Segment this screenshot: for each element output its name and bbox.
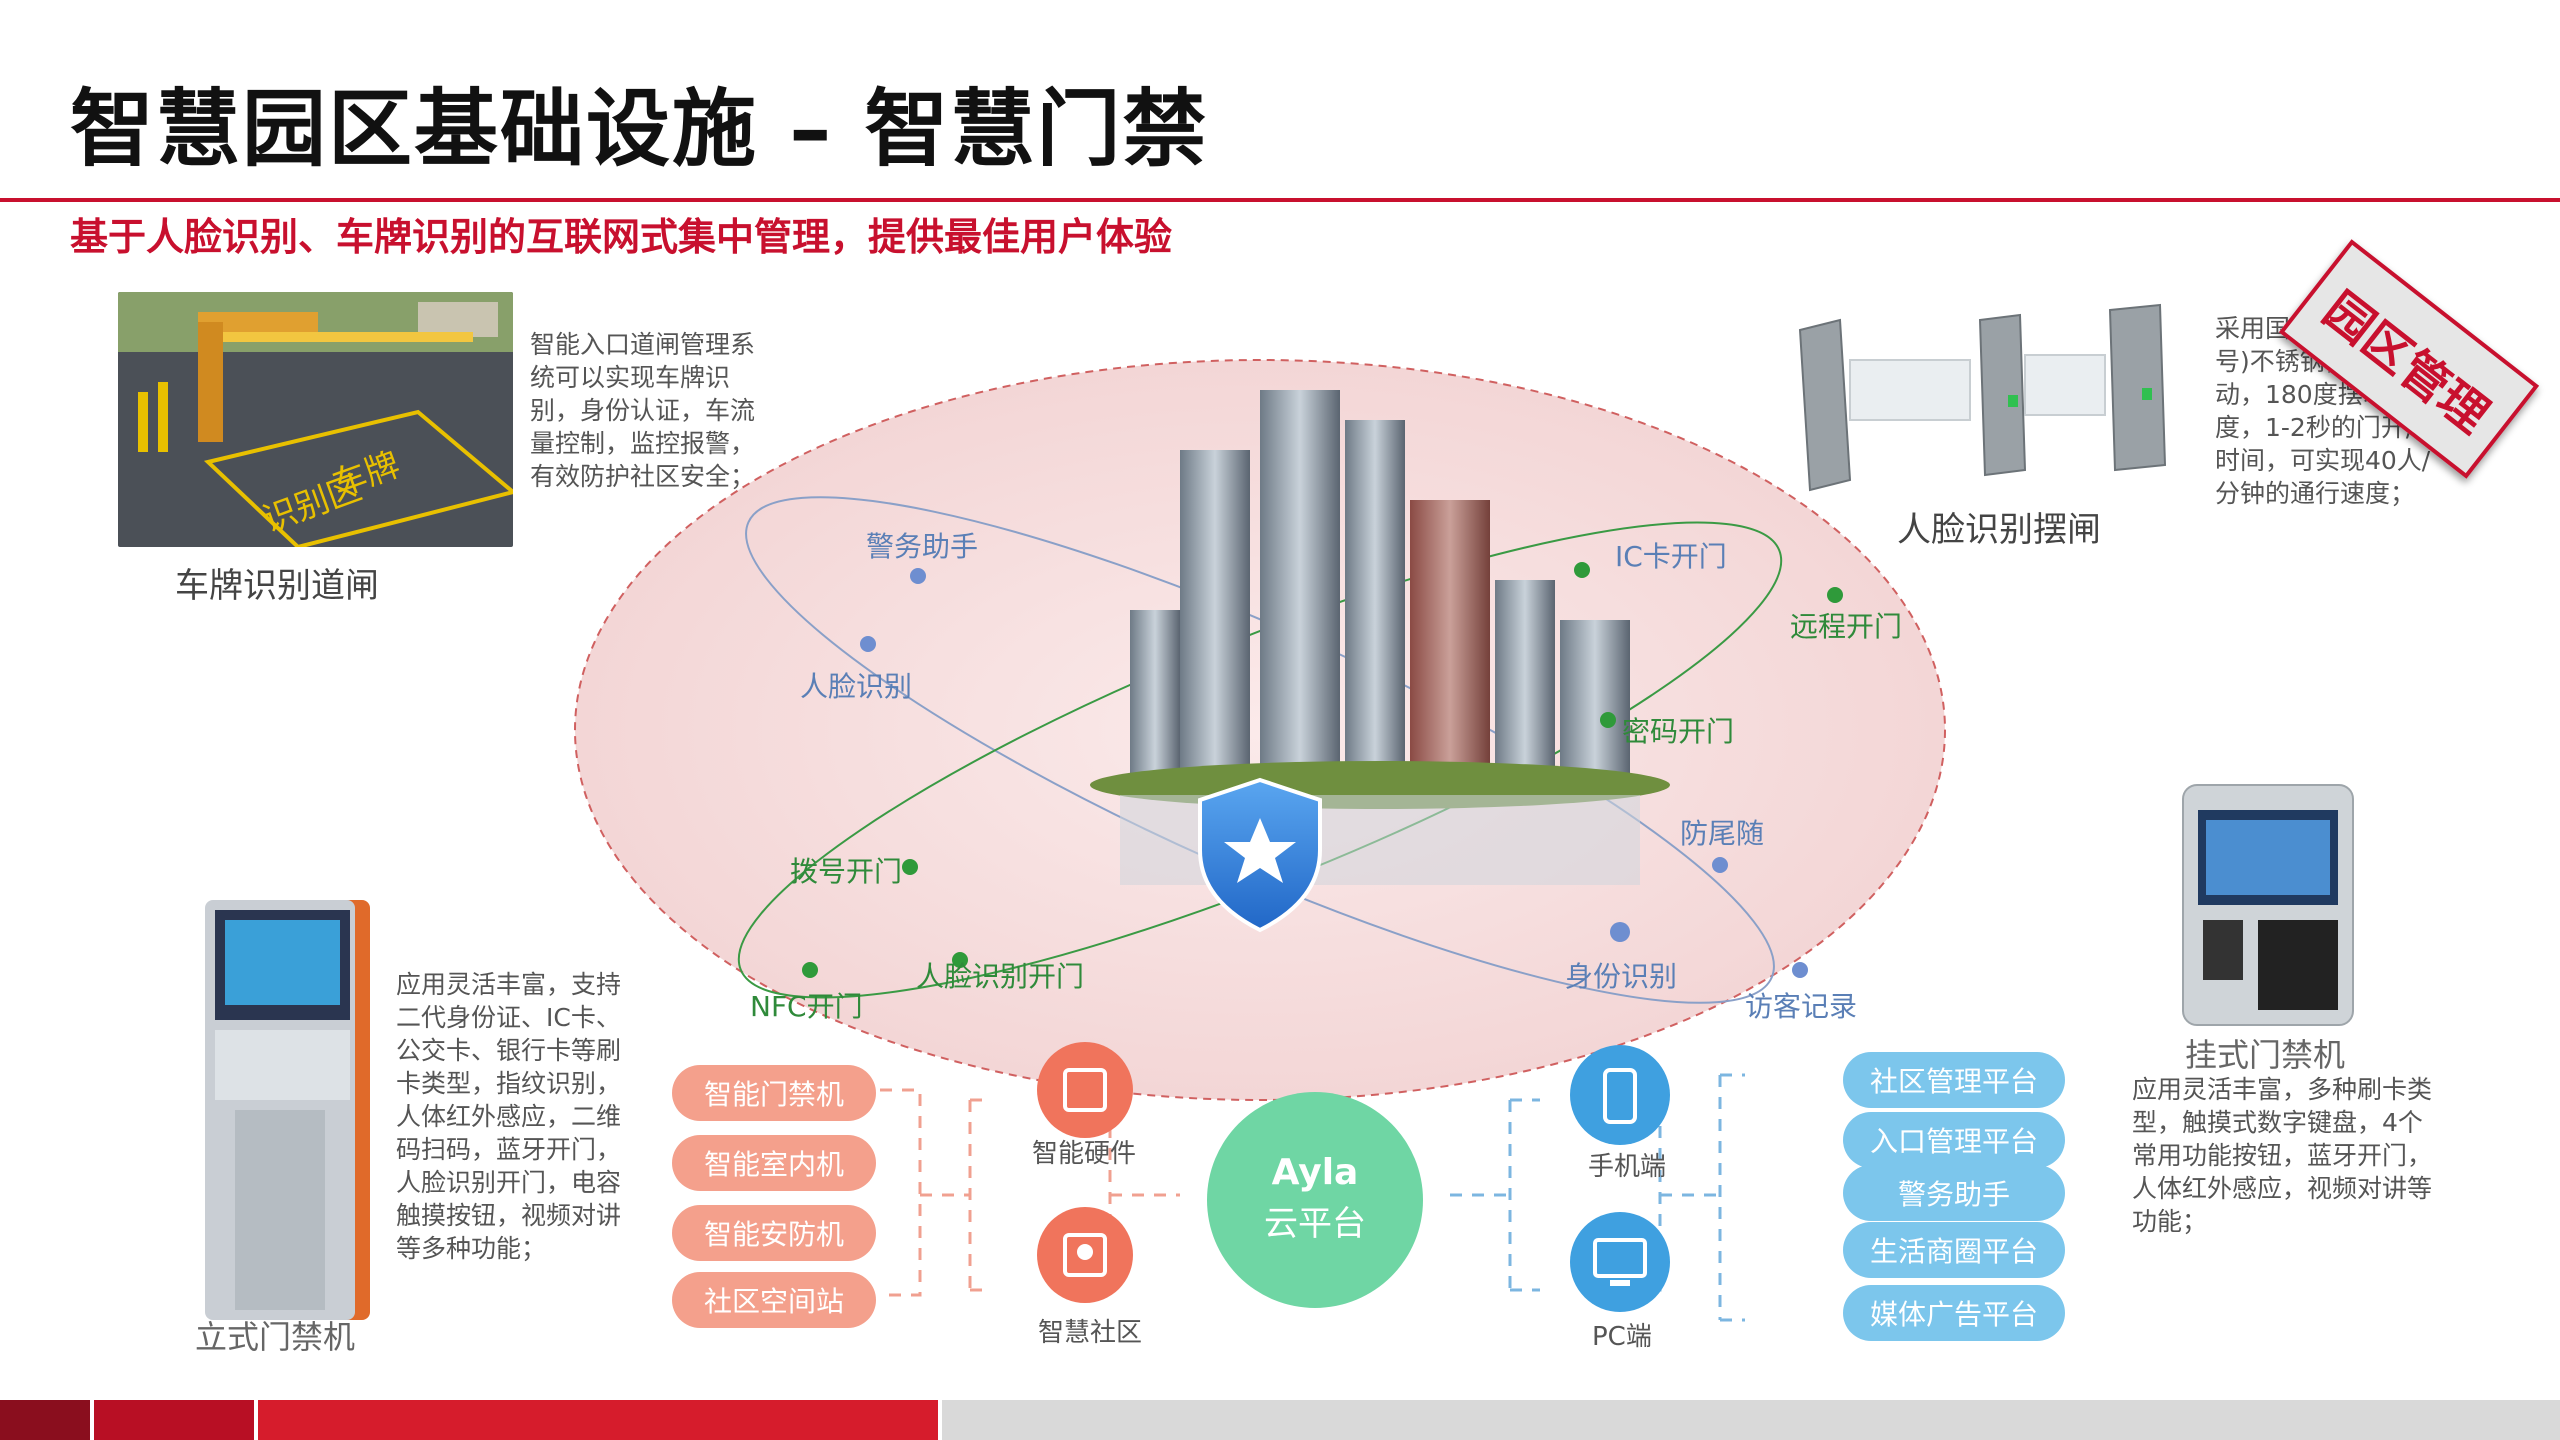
pill-police-assistant: 警务助手 xyxy=(1843,1165,2065,1221)
pill-media-advertising: 媒体广告平台 xyxy=(1843,1285,2065,1341)
cloud-platform-circle xyxy=(1207,1092,1423,1308)
dot-remote xyxy=(1827,587,1843,603)
label-ic-card: IC卡开门 xyxy=(1615,540,1727,573)
footer-bar-red xyxy=(258,1400,938,1440)
shield-icon xyxy=(1198,777,1322,933)
footer-bar-gray xyxy=(942,1400,2560,1440)
dot-nfc xyxy=(802,962,818,978)
standing-terminal-caption: 立式门禁机 xyxy=(195,1318,356,1356)
cloud-platform-name: Ayla xyxy=(1271,1152,1359,1193)
standing-terminal-description: 应用灵活丰富，支持二代身份证、IC卡、公交卡、银行卡等刷卡类型，指纹识别，人体红… xyxy=(396,970,622,1263)
title-divider xyxy=(0,198,2560,202)
page-title: 智慧园区基础设施 – 智慧门禁 xyxy=(70,80,1209,178)
dot-police xyxy=(910,568,926,584)
hardware-icon xyxy=(1037,1042,1133,1138)
pill-smart-indoor-unit: 智能室内机 xyxy=(672,1135,876,1191)
community-label: 智慧社区 xyxy=(1038,1318,1143,1348)
swing-gate-caption: 人脸识别摆闸 xyxy=(1897,510,2101,550)
label-nfc-open: NFC开门 xyxy=(750,990,863,1023)
dot-password xyxy=(1600,712,1616,728)
label-face-recognition: 人脸识别 xyxy=(800,670,913,703)
dot-anti xyxy=(1712,857,1728,873)
pill-community-station: 社区空间站 xyxy=(672,1272,876,1328)
license-plate-description: 智能入口道闸管理系统可以实现车牌识别，身份认证，车流量控制，监控报警，有效防护社… xyxy=(530,330,756,491)
mobile-icon xyxy=(1570,1045,1670,1145)
pill-life-commerce: 生活商圈平台 xyxy=(1843,1222,2065,1278)
pill-entrance-management: 入口管理平台 xyxy=(1843,1112,2065,1168)
wall-terminal-description: 应用灵活丰富，多种刷卡类型，触摸式数字键盘，4个常用功能按钮，蓝牙开门，人体红外… xyxy=(2132,1075,2433,1236)
label-anti-tailgate: 防尾随 xyxy=(1680,817,1765,850)
pc-label: PC端 xyxy=(1592,1322,1652,1352)
hardware-label: 智能硬件 xyxy=(1032,1139,1137,1169)
wall-terminal-image xyxy=(2182,784,2354,1026)
dot-ic xyxy=(1574,562,1590,578)
platform-connectors xyxy=(880,1042,1745,1322)
dot-face xyxy=(860,636,876,652)
license-plate-photo: 车牌 识别区 xyxy=(118,292,513,547)
pc-icon xyxy=(1570,1212,1670,1312)
label-remote-open: 远程开门 xyxy=(1790,610,1903,643)
label-visitor-record: 访客记录 xyxy=(1745,990,1858,1023)
swing-gate-image xyxy=(1798,303,2167,492)
label-dial-open: 拨号开门 xyxy=(790,855,903,888)
standing-terminal-image xyxy=(205,900,370,1320)
license-plate-caption: 车牌识别道闸 xyxy=(175,566,379,606)
page-subtitle: 基于人脸识别、车牌识别的互联网式集中管理，提供最佳用户体验 xyxy=(70,215,1173,259)
dot-dial xyxy=(902,859,918,875)
label-face-open: 人脸识别开门 xyxy=(915,960,1084,993)
pill-smart-security-machine: 智能安防机 xyxy=(672,1205,876,1261)
label-police-assistant: 警务助手 xyxy=(866,530,979,563)
cloud-platform-subtitle: 云平台 xyxy=(1264,1204,1366,1244)
mobile-label: 手机端 xyxy=(1588,1152,1667,1182)
footer-bar-mid xyxy=(94,1400,254,1440)
central-diagram xyxy=(574,359,1946,1101)
footer-bar-dark xyxy=(0,1400,90,1440)
label-id-recognition: 身份识别 xyxy=(1565,960,1678,993)
dot-faceopen xyxy=(952,952,968,968)
dot-visitor xyxy=(1792,962,1808,978)
pill-smart-access-machine: 智能门禁机 xyxy=(672,1065,876,1121)
dot-id xyxy=(1610,922,1630,942)
label-password-open: 密码开门 xyxy=(1622,715,1735,748)
pill-community-management: 社区管理平台 xyxy=(1843,1052,2065,1108)
wall-terminal-caption: 挂式门禁机 xyxy=(2185,1036,2346,1074)
